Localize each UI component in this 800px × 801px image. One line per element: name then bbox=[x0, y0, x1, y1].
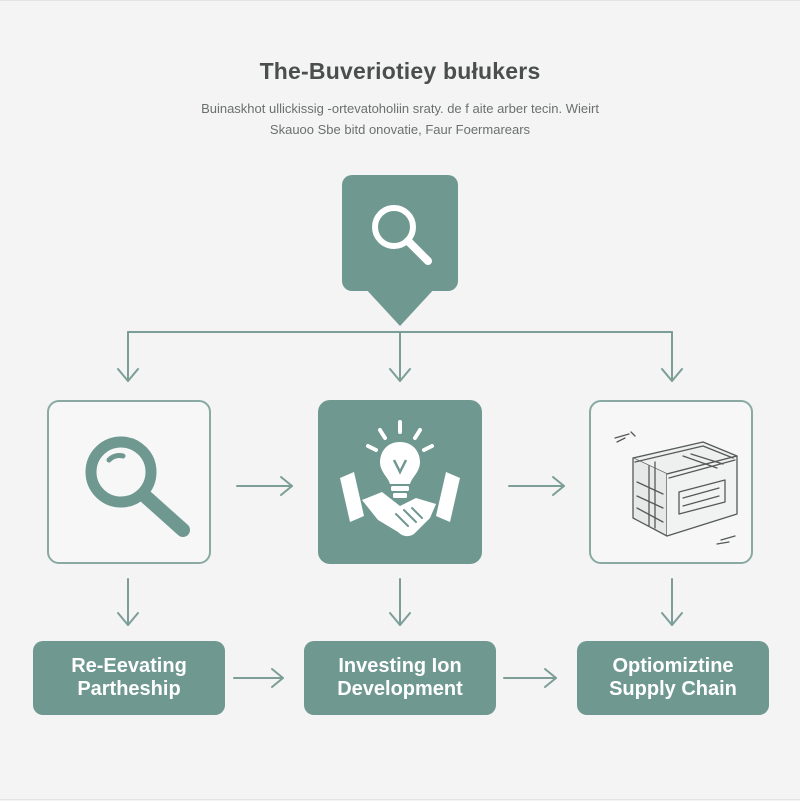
stage-label-line: Re-Eevating bbox=[71, 655, 187, 677]
stage-box-research bbox=[47, 400, 211, 564]
stage-label-line: Partheship bbox=[77, 678, 181, 700]
stage-label-supply-chain: Optiomiztine Supply Chain bbox=[577, 641, 769, 715]
arrowhead-box-1-2 bbox=[280, 476, 293, 496]
top-node bbox=[342, 175, 458, 291]
arrowhead-box-2-3 bbox=[552, 476, 565, 496]
arrowhead-down-right bbox=[661, 612, 683, 626]
diagram-subtitle: Buinaskhot ullickissig -ortevatoholiin s… bbox=[140, 98, 660, 140]
stage-box-supply bbox=[589, 400, 753, 564]
diagram-title: The-Buveriotiey bułukers bbox=[259, 58, 541, 84]
shipping-box-sketch-icon bbox=[614, 431, 738, 545]
stage-label-line: Investing Ion bbox=[338, 655, 462, 677]
magnifier-icon bbox=[372, 205, 432, 265]
subtitle-line-1: Buinaskhot ullickissig -ortevatoholiin s… bbox=[201, 101, 599, 116]
stage-box-investment bbox=[318, 400, 482, 564]
stage-label-development: Investing Ion Development bbox=[304, 641, 496, 715]
arrowhead-down-mid bbox=[389, 612, 411, 626]
arrowhead-drop-left bbox=[117, 368, 139, 382]
arrowhead-drop-right bbox=[661, 368, 683, 382]
stage-label-line: Development bbox=[337, 678, 463, 700]
magnifier-icon bbox=[85, 436, 190, 537]
top-node-pointer bbox=[364, 287, 436, 326]
stage-label-partnership: Re-Eevating Partheship bbox=[33, 641, 225, 715]
stage-label-line: Supply Chain bbox=[609, 678, 737, 700]
arrowhead-drop-mid bbox=[389, 368, 411, 382]
subtitle-line-2: Skauoo Sbe bitd onovatie, Faur Foermarea… bbox=[269, 122, 531, 137]
lightbulb-handshake-icon bbox=[340, 420, 460, 537]
stage-label-line: Optiomiztine bbox=[612, 655, 734, 677]
arrowhead-down-left bbox=[117, 612, 139, 626]
arrowhead-label-1-2 bbox=[271, 668, 284, 688]
arrowhead-label-2-3 bbox=[544, 668, 557, 688]
